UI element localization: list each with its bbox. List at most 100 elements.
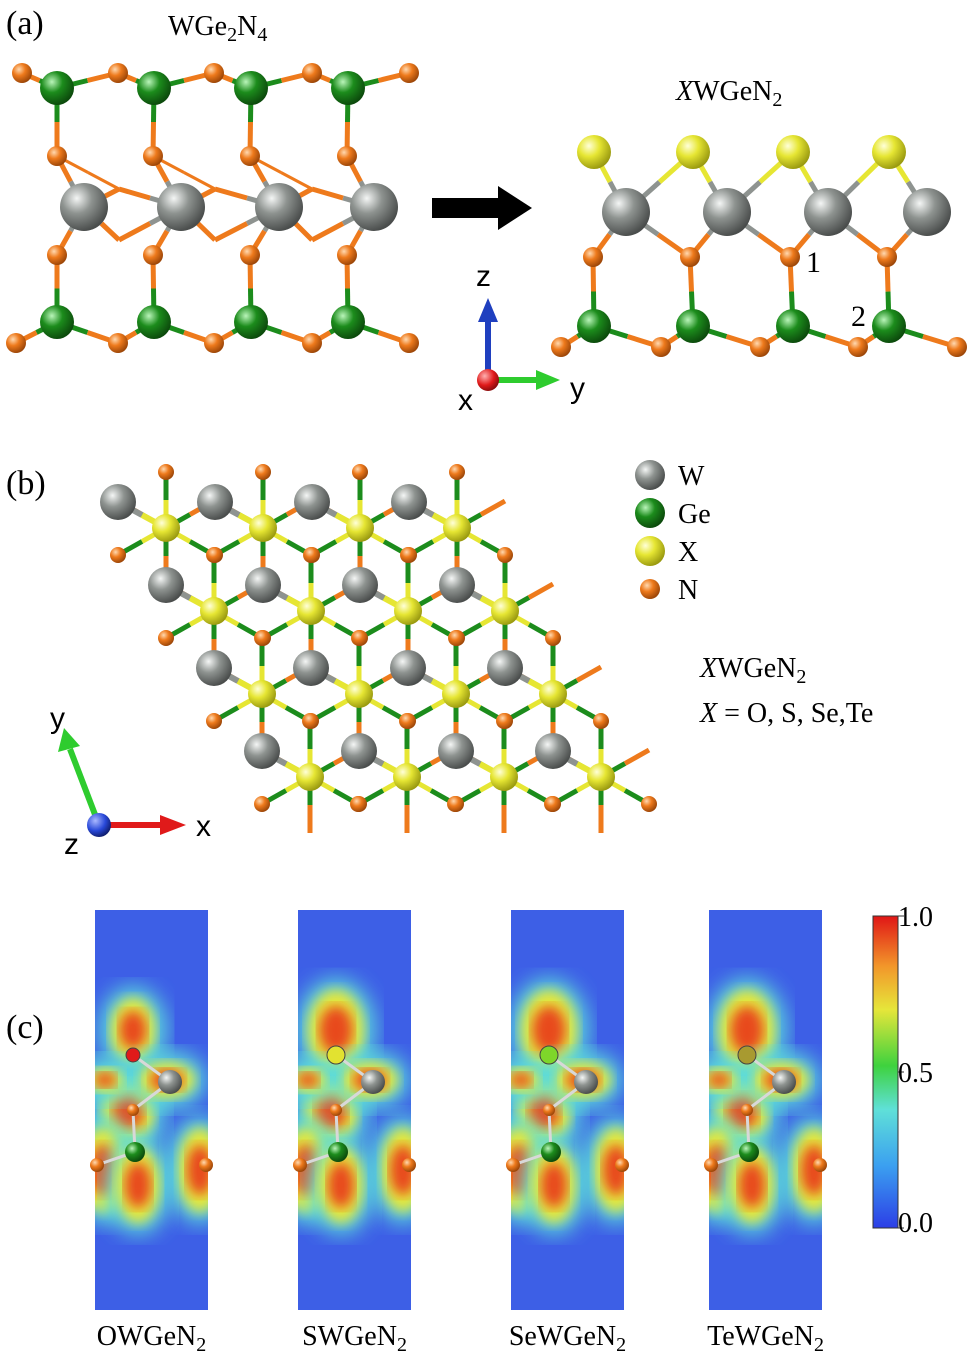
atom-n: [352, 464, 368, 480]
atom-n: [302, 333, 322, 353]
axis-z-label: z: [476, 260, 491, 293]
site-label-2: 2: [851, 300, 866, 333]
atom-n: [337, 245, 357, 265]
atom-w: [903, 188, 951, 236]
atom-n: [255, 464, 271, 480]
atom-n: [848, 337, 868, 357]
atom-w: [245, 567, 281, 603]
atom-n: [158, 464, 174, 480]
atom-w: [244, 733, 280, 769]
atom-w: [390, 650, 426, 686]
atom-w: [535, 733, 571, 769]
elf-map: SWGeN2: [293, 910, 416, 1356]
wge2n4-atoms: [6, 63, 419, 353]
atom-n: [12, 63, 32, 83]
bond: [479, 498, 507, 517]
panel-c-label: (c): [6, 1009, 44, 1046]
atom-n: [204, 63, 224, 83]
atom-w: [804, 188, 852, 236]
panel-b-formula: XWGeN2: [699, 653, 806, 688]
atom-w: [158, 1070, 182, 1094]
colorbar: 1.0 0.5 0.0: [872, 902, 933, 1239]
x-elements-equation: X = O, S, Se,Te: [699, 698, 873, 729]
x-atom: [326, 1045, 346, 1065]
atom-w: [439, 567, 475, 603]
axes-b: y z x: [50, 702, 211, 861]
atom-w: [361, 1070, 385, 1094]
atom-x: [776, 135, 810, 169]
atom-n: [545, 630, 561, 646]
atom-w: [772, 1070, 796, 1094]
atom-n: [399, 63, 419, 83]
atom-n: [47, 245, 67, 265]
atom-x: [345, 680, 373, 708]
atom-ge: [331, 305, 365, 339]
atom-n: [302, 63, 322, 83]
atom-ge: [328, 1142, 348, 1162]
legend-label-x: X: [678, 537, 698, 568]
atom-n: [199, 1158, 213, 1172]
atom-n: [206, 713, 222, 729]
atom-n: [947, 337, 967, 357]
atom-n: [352, 630, 368, 646]
transform-arrow: [432, 186, 532, 230]
atom-ge: [137, 305, 171, 339]
legend-swatch-w: [635, 460, 665, 490]
atom-n: [330, 1104, 342, 1116]
legend-swatch-x: [635, 536, 665, 566]
bond: [293, 221, 314, 242]
panel-a: (a) WGe2N4 XWGeN2 1 2 z x y: [6, 5, 967, 417]
atom-n: [6, 333, 26, 353]
atom-w: [148, 567, 184, 603]
atom-n: [110, 547, 126, 563]
atom-x: [872, 135, 906, 169]
atom-w: [157, 183, 205, 231]
atom-n: [813, 1158, 827, 1172]
atom-n: [449, 464, 465, 480]
atom-n: [402, 1158, 416, 1172]
bond: [280, 171, 313, 191]
atom-w: [342, 567, 378, 603]
axis-x-label-b: x: [196, 810, 211, 843]
bond: [213, 221, 249, 243]
atom-n: [780, 247, 800, 267]
atom-w: [703, 188, 751, 236]
colorbar-tick-min: 0.0: [898, 1208, 933, 1239]
atom-ge: [577, 309, 611, 343]
atom-n: [108, 333, 128, 353]
atom-n: [47, 146, 67, 166]
legend-label-w: W: [678, 461, 705, 492]
atom-w: [438, 733, 474, 769]
bond: [118, 186, 151, 201]
bond: [117, 221, 152, 243]
atom-x: [587, 763, 615, 791]
atom-x: [577, 135, 611, 169]
bond: [575, 664, 603, 683]
atom-w: [574, 1070, 598, 1094]
atom-n: [400, 713, 416, 729]
atom-n: [741, 1104, 753, 1116]
axis-y-label: y: [570, 372, 585, 405]
atom-ge: [331, 71, 365, 105]
atom-n: [207, 547, 223, 563]
atom-ge: [234, 71, 268, 105]
colorbar-tick-max: 1.0: [898, 902, 933, 933]
atom-n: [351, 796, 367, 812]
atom-n: [615, 1158, 629, 1172]
atom-n: [401, 547, 417, 563]
atom-w: [197, 484, 233, 520]
x-atom: [737, 1045, 757, 1065]
atom-x: [442, 680, 470, 708]
atom-w: [294, 484, 330, 520]
bond: [87, 171, 120, 191]
atom-ge: [125, 1142, 145, 1162]
atom-n: [304, 547, 320, 563]
atom-x: [491, 597, 519, 625]
atom-w: [293, 650, 329, 686]
atom-n: [108, 63, 128, 83]
atom-ge: [739, 1142, 759, 1162]
atom-w: [391, 484, 427, 520]
